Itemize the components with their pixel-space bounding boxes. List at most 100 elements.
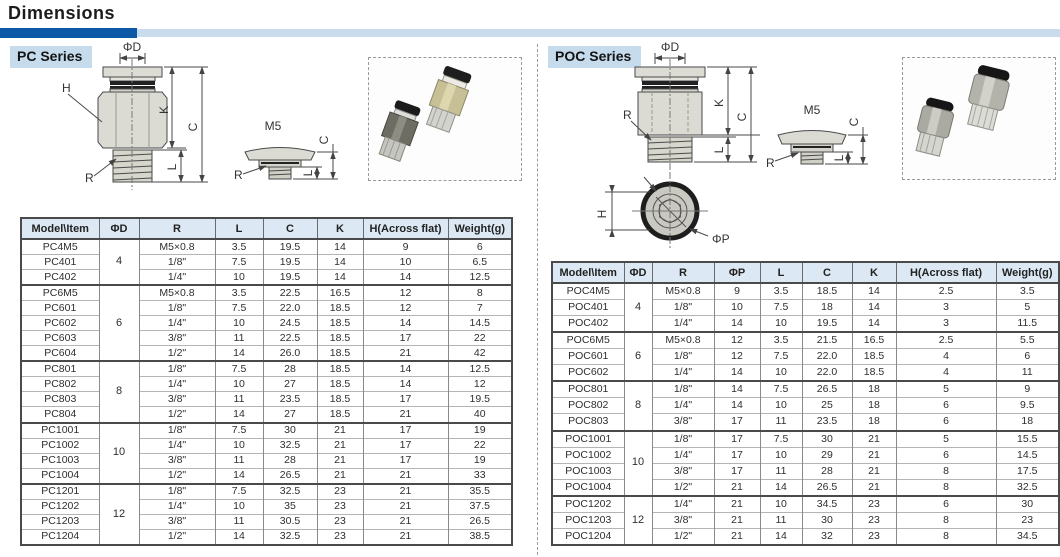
value-cell: 10 [362,254,449,270]
pc-series-label: PC Series [10,46,93,68]
value-cell: 8 [895,462,997,480]
poc-series-label: POC Series [548,46,642,68]
value-cell: 3/8" [651,413,715,431]
value-cell: 1/8" [138,482,216,500]
value-cell: 9 [362,238,449,255]
column-header: R [651,261,715,284]
value-cell: 23.5 [801,413,853,431]
value-cell: 1/8" [651,348,715,365]
value-cell: 30 [995,494,1060,513]
value-cell: 32.5 [262,482,318,500]
value-cell: 12 [447,376,513,392]
poc-dim-label-c: C [735,112,749,121]
column-header: K [851,261,897,284]
value-cell: 37.5 [447,498,513,515]
value-cell: 18 [851,413,897,431]
value-cell: 16.5 [316,284,364,301]
value-cell: 18.5 [316,406,364,423]
value-cell: 23 [316,528,364,545]
value-cell: 17.5 [995,462,1060,480]
value-cell: 21 [851,462,897,480]
value-cell: 21 [362,498,449,515]
column-header: Model\Item [20,217,100,240]
value-cell: 7.5 [759,380,803,398]
value-cell: 17 [362,421,449,439]
diameter-group-cell: 10 [98,421,140,484]
value-cell: 33 [447,467,513,484]
value-cell: 26.0 [262,345,318,362]
value-cell: 30 [262,421,318,439]
value-cell: 14 [713,397,761,414]
value-cell: 5 [895,429,997,448]
column-header: ΦD [623,261,653,284]
value-cell: 1/8" [138,421,216,439]
value-cell: 22.5 [262,330,318,346]
value-cell: 1/8" [651,429,715,448]
value-cell: 10 [214,315,264,331]
pc-product-photo [368,57,522,181]
value-cell: 18 [851,397,897,414]
poc-technical-drawing: ΦD R K C L H ΦP M5 C L R [595,40,868,250]
model-cell: POC601 [551,348,625,365]
value-cell: 28 [262,452,318,469]
value-cell: 26.5 [447,513,513,530]
value-cell: 1/4" [138,376,216,392]
value-cell: 22.0 [801,364,853,382]
value-cell: 1/4" [651,397,715,414]
value-cell: 18.5 [316,315,364,331]
value-cell: 17 [362,452,449,469]
value-cell: 7.5 [759,348,803,365]
pc-dim-label-m5: M5 [265,119,282,133]
value-cell: 11 [759,413,803,431]
diameter-group-cell: 4 [623,281,653,333]
value-cell: 14 [713,380,761,398]
value-cell: 19.5 [447,391,513,407]
value-cell: 18 [995,413,1060,431]
value-cell: 4 [895,364,997,382]
value-cell: 14 [316,269,364,286]
value-cell: 10 [759,494,803,513]
value-cell: 21 [362,513,449,530]
model-cell: POC801 [551,380,625,398]
value-cell: 26.5 [801,380,853,398]
column-header: C [262,217,318,240]
value-cell: 11 [759,511,803,529]
value-cell: 35.5 [447,482,513,500]
pc-dim-label-k: K [157,106,171,114]
value-cell: 1/4" [651,364,715,382]
value-cell: 6 [447,238,513,255]
model-cell: PC402 [20,269,100,286]
value-cell: 3/8" [651,511,715,529]
value-cell: 1/2" [138,345,216,362]
value-cell: 6.5 [447,254,513,270]
value-cell: 10 [214,498,264,515]
value-cell: 38.5 [447,528,513,545]
poc-m5-dim-label-r: R [766,156,775,170]
model-cell: PC604 [20,345,100,362]
value-cell: 14 [362,376,449,392]
value-cell: 10 [713,299,761,316]
value-cell: 21 [362,482,449,500]
value-cell: 23 [316,498,364,515]
value-cell: 21 [713,511,761,529]
model-cell: POC1202 [551,494,625,513]
value-cell: 32.5 [262,437,318,454]
column-header: H(Across flat) [362,217,449,240]
value-cell: 40 [447,406,513,423]
value-cell: 28 [801,462,853,480]
value-cell: 10 [214,437,264,454]
value-cell: 1/2" [651,478,715,496]
diameter-group-cell: 6 [623,331,653,382]
value-cell: 3.5 [759,282,803,300]
value-cell: 6 [895,413,997,431]
model-cell: POC803 [551,413,625,431]
